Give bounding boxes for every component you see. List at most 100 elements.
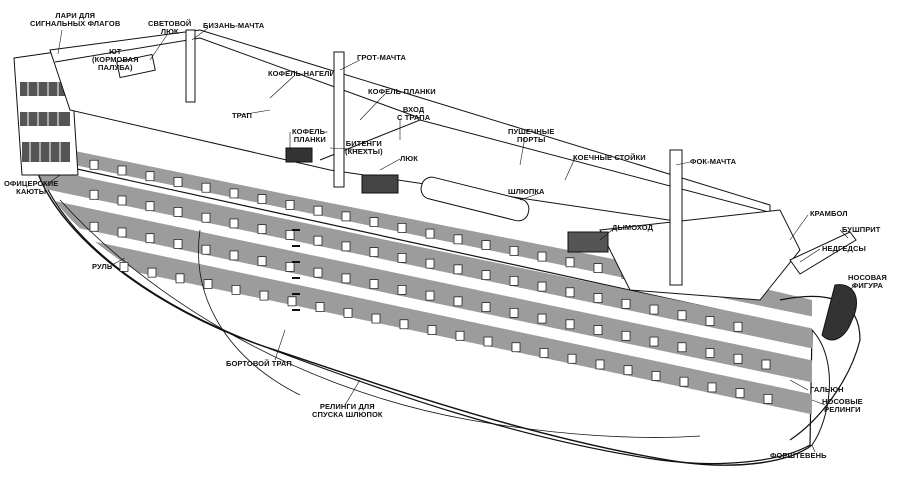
gun-port — [343, 307, 353, 318]
gun-port — [511, 342, 521, 353]
label-hammock-stanchions: КОЕЧНЫЕ СТОЙКИ — [573, 153, 646, 162]
gun-port — [397, 253, 407, 263]
gun-port — [623, 365, 633, 376]
label-mizzen-mast: БИЗАНЬ-МАЧТА — [203, 21, 265, 30]
gun-port — [453, 234, 463, 245]
bitts-grating — [285, 147, 313, 163]
gun-port — [229, 218, 239, 229]
gun-port — [173, 239, 183, 249]
fore-mast — [669, 149, 683, 286]
gun-port — [287, 296, 297, 307]
gun-port — [201, 182, 211, 193]
gun-port — [229, 188, 239, 199]
gun-port — [453, 296, 463, 307]
label-chimney: ДЫМОХОД — [612, 223, 654, 232]
quarterdeck-rail — [54, 37, 421, 119]
gun-port — [117, 195, 127, 206]
chimney-grating — [567, 231, 609, 253]
gun-port — [651, 371, 661, 381]
gun-port — [203, 279, 213, 289]
gun-port — [341, 241, 351, 252]
gun-port — [257, 194, 267, 205]
gun-port — [677, 310, 687, 321]
gun-port — [593, 325, 603, 335]
stem-line — [811, 329, 830, 446]
gun-port — [399, 319, 409, 330]
label-head: ГАЛЬЮН — [810, 385, 844, 394]
gun-port — [595, 359, 605, 370]
gun-port — [425, 258, 435, 269]
label-side-ladder: БОРТОВОЙ ТРАП — [226, 359, 292, 368]
gun-port — [425, 290, 435, 301]
gun-port — [453, 264, 463, 275]
gun-port — [119, 262, 129, 272]
gun-port — [733, 321, 743, 332]
longboat — [420, 176, 530, 222]
gun-port — [173, 177, 183, 187]
gun-port — [679, 376, 689, 387]
gun-port — [621, 298, 631, 309]
hatch-grating — [361, 174, 399, 194]
gun-port — [649, 336, 659, 347]
gun-port — [229, 250, 239, 261]
gun-port — [621, 330, 631, 341]
label-pin-rails-top: КОФЕЛЬ-ПЛАНКИ — [368, 87, 436, 96]
gun-port — [481, 302, 491, 312]
bowsprit — [789, 231, 857, 275]
gun-port — [509, 276, 519, 286]
gun-port — [315, 302, 325, 312]
gun-port — [483, 336, 493, 347]
gun-ports — [89, 159, 773, 404]
gun-port — [705, 316, 715, 326]
gun-port — [371, 313, 381, 324]
gun-port — [117, 165, 127, 176]
gun-port — [565, 287, 575, 298]
mizzen-mast — [185, 29, 196, 103]
gun-port — [593, 263, 603, 273]
gun-port — [341, 211, 351, 222]
gun-port — [509, 308, 519, 318]
gun-port — [707, 382, 717, 393]
gun-port — [145, 233, 155, 244]
gun-port — [567, 353, 577, 364]
gun-port — [145, 171, 155, 182]
gun-port — [145, 201, 155, 212]
gun-port — [481, 240, 491, 250]
gun-port — [313, 235, 323, 246]
gun-port — [705, 348, 715, 358]
gun-port — [341, 273, 351, 284]
gun-port — [285, 230, 295, 240]
label-bowsprit: БУШПРИТ — [842, 225, 881, 234]
gun-port — [677, 342, 687, 353]
gun-port — [733, 353, 743, 364]
gun-port — [425, 228, 435, 239]
gun-port — [313, 205, 323, 216]
gun-port — [427, 325, 437, 335]
gun-port — [175, 273, 185, 284]
gun-port — [89, 159, 99, 170]
gun-port — [539, 348, 549, 358]
gun-port — [117, 227, 127, 238]
gun-port — [509, 246, 519, 256]
gun-port — [455, 330, 465, 341]
label-catheads-rope: НЕДГЕДСЫ — [822, 244, 866, 253]
gun-port — [649, 304, 659, 315]
label-main-mast: ГРОТ-МАЧТА — [357, 53, 406, 62]
gun-port — [761, 359, 771, 370]
gun-port — [285, 200, 295, 210]
hull-outline — [29, 81, 813, 466]
gun-port — [369, 247, 379, 257]
gun-port — [173, 207, 183, 217]
label-fore-mast: ФОК-МАЧТА — [690, 157, 737, 166]
gun-port — [397, 223, 407, 233]
skylight-grating — [116, 53, 156, 79]
gun-port — [537, 281, 547, 292]
